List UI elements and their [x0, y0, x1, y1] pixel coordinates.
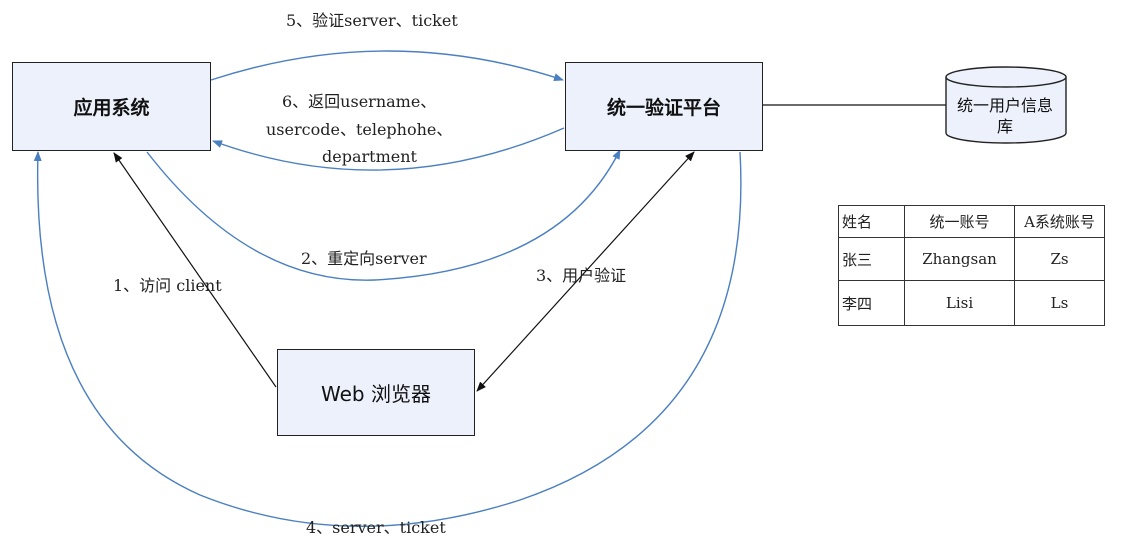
- node-web-browser-label: Web 浏览器: [321, 382, 431, 406]
- arrow-step3: [476, 151, 695, 392]
- label-step2: 2、重定向server: [301, 249, 427, 268]
- label-step3: 3、用户验证: [536, 266, 627, 285]
- table-cell: Zhangsan: [904, 237, 1015, 281]
- database-icon: [945, 66, 1067, 144]
- label-step6-line1: 6、返回username、: [282, 92, 437, 111]
- label-step6-line2: usercode、telephohe、: [266, 120, 453, 139]
- table-row: 张三 Zhangsan Zs: [838, 237, 1105, 281]
- label-step1: 1、访问 client: [113, 276, 222, 295]
- table-header-row: 姓名 统一账号 A系统账号: [838, 205, 1105, 238]
- arrow-step4: [33, 151, 742, 528]
- node-app-system: 应用系统: [12, 62, 211, 151]
- node-auth-platform-label: 统一验证平台: [606, 97, 721, 119]
- table-header-cell: 统一账号: [904, 205, 1015, 238]
- account-mapping-table: 姓名 统一账号 A系统账号 张三 Zhangsan Zs 李四 Lisi Ls: [838, 205, 1105, 326]
- table-cell: 张三: [838, 237, 905, 281]
- table-cell: Ls: [1014, 280, 1105, 326]
- arrow-step1: [113, 152, 277, 388]
- node-app-system-label: 应用系统: [73, 97, 150, 119]
- node-user-db-label: 统一用户信息 库: [944, 95, 1066, 137]
- node-user-db-label-line2: 库: [996, 117, 1013, 136]
- arrow-step6: [212, 127, 565, 171]
- table-cell: 李四: [838, 280, 905, 326]
- label-step6-line3: department: [322, 147, 417, 166]
- table-header-cell: 姓名: [838, 205, 905, 238]
- node-auth-platform: 统一验证平台: [565, 62, 763, 151]
- label-step5: 5、验证server、ticket: [286, 11, 458, 30]
- label-step4: 4、server、ticket: [306, 518, 446, 537]
- arrow-step5: [210, 50, 564, 81]
- node-web-browser: Web 浏览器: [277, 349, 475, 436]
- table-row: 李四 Lisi Ls: [838, 280, 1105, 326]
- node-user-db-label-line1: 统一用户信息: [956, 96, 1053, 115]
- table-header-cell: A系统账号: [1014, 205, 1105, 238]
- table-cell: Zs: [1014, 237, 1105, 281]
- table-cell: Lisi: [904, 280, 1015, 326]
